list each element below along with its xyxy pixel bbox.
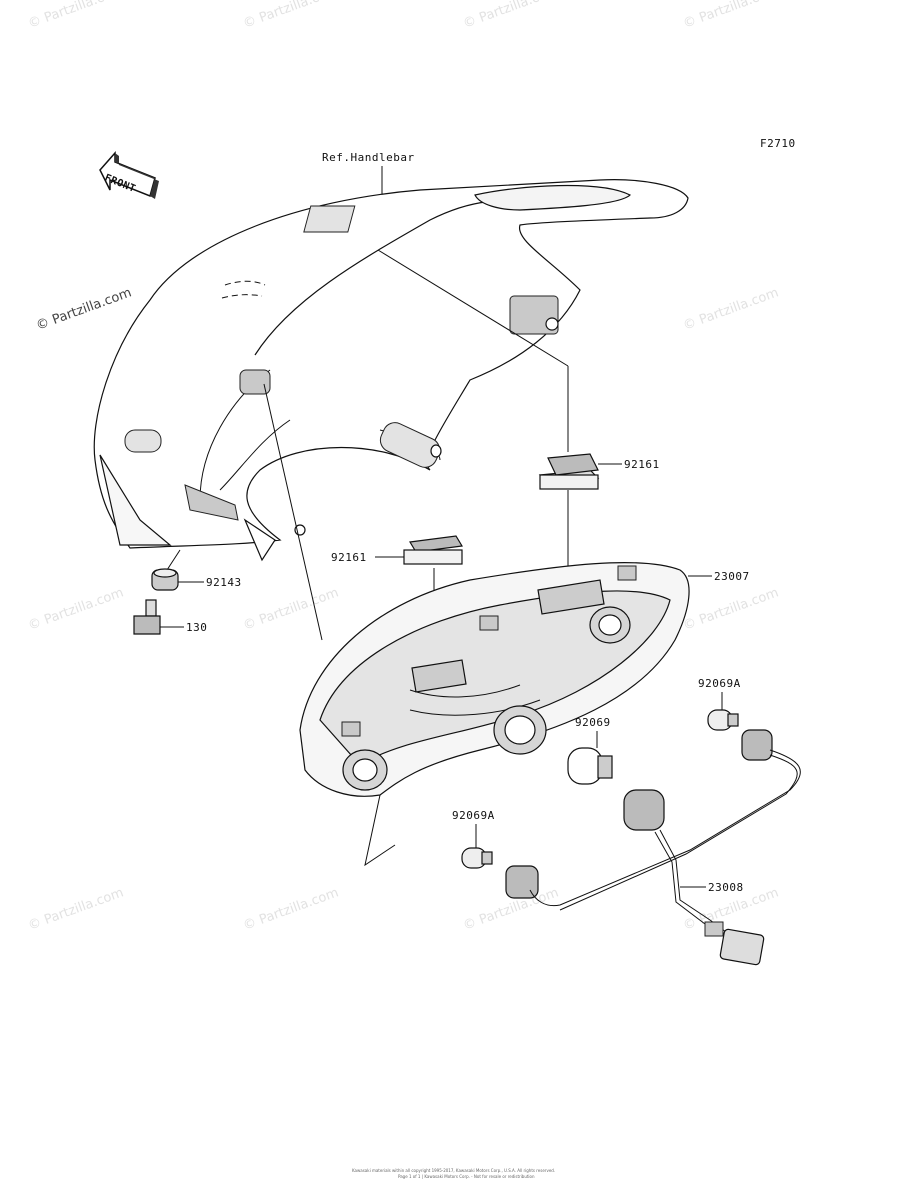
part-label: 92143 [206, 576, 242, 589]
watermark-text: © Partzilla.com [681, 0, 780, 32]
pad-92161-lower [403, 535, 463, 565]
figure-id: F2710 [760, 137, 796, 150]
watermark-text: © Partzilla.com [681, 585, 780, 633]
part-label: 92069A [698, 677, 741, 690]
watermark-text: © Partzilla.com [241, 885, 340, 933]
footer-note: Page 1 of 1 | Kawasaki Motors Corp. - No… [398, 1174, 535, 1179]
meter-housing-23007 [299, 561, 690, 797]
grommet-92143 [151, 568, 179, 591]
footer-copyright: Kawasaki materials within all copyright … [352, 1168, 555, 1173]
watermark-text-main: © Partzilla.com [34, 285, 133, 333]
callout-130: 130 [160, 621, 207, 634]
callout-92161-upper: 92161 [598, 458, 660, 471]
callout-23007: 23007 [688, 570, 750, 583]
part-label: 92161 [624, 458, 660, 471]
watermark-text: © Partzilla.com [681, 285, 780, 333]
meter-cover [93, 179, 689, 562]
guide-line [377, 249, 569, 367]
part-label: 23007 [714, 570, 750, 583]
callout-92069A-right: 92069A [698, 677, 741, 710]
watermark-text: © Partzilla.com [241, 0, 340, 32]
guide-line [166, 549, 181, 571]
bulb-92069A-left [461, 847, 493, 869]
watermark-text: © Partzilla.com [241, 585, 340, 633]
pad-92161-upper [538, 453, 600, 490]
wire-harness-23008 [505, 729, 801, 966]
part-label: 23008 [708, 881, 744, 894]
watermark-text: © Partzilla.com [26, 885, 125, 933]
callout-92143: 92143 [178, 576, 242, 589]
part-label: 92161 [331, 551, 367, 564]
part-label: 130 [186, 621, 207, 634]
guide-line [364, 794, 396, 867]
part-label: 92069A [452, 809, 495, 822]
bulb-92069 [567, 747, 613, 785]
guide-line [263, 383, 323, 641]
callout-92069A-left: 92069A [452, 809, 495, 848]
part-label: 92069 [575, 716, 611, 729]
watermark-text: © Partzilla.com [26, 0, 125, 32]
watermark-text: © Partzilla.com [461, 0, 560, 32]
front-arrow-icon: FRONT [99, 151, 159, 199]
bolt-130 [133, 599, 161, 635]
ref-handlebar-label: Ref.Handlebar [322, 151, 415, 164]
callout-23008: 23008 [680, 881, 744, 894]
watermark-text: © Partzilla.com [26, 585, 125, 633]
callout-92161-lower: 92161 [331, 551, 404, 564]
callout-92069: 92069 [575, 716, 611, 748]
bulb-92069A-right [707, 709, 739, 731]
